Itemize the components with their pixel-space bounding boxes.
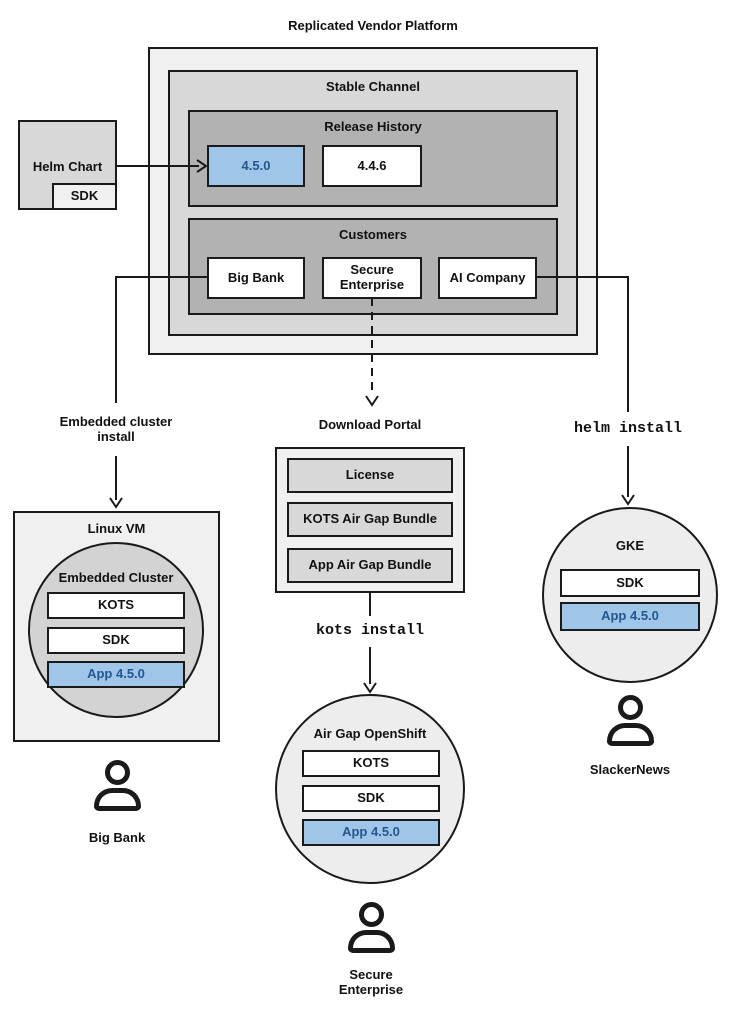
person-icon-big-bank — [89, 760, 145, 811]
embedded-kots-box: KOTS — [47, 592, 185, 619]
gke-app-box: App 4.5.0 — [560, 602, 700, 631]
portal-app-airgap-bundle-box: App Air Gap Bundle — [287, 548, 453, 583]
customer-big-bank: Big Bank — [207, 257, 305, 299]
person-icon-slackernews — [602, 695, 658, 746]
diagram-title: Replicated Vendor Platform — [288, 18, 458, 33]
person-head-icon — [104, 760, 130, 785]
arrow-down-icon — [363, 682, 377, 694]
connector-portal-to-openshift — [363, 593, 377, 694]
portal-kots-airgap-bundle-box: KOTS Air Gap Bundle — [287, 502, 453, 537]
person-body-icon — [93, 788, 141, 811]
helm-chart-label: Helm Chart — [32, 159, 103, 174]
person-body-icon — [347, 930, 395, 953]
person-icon-secure-enterprise — [343, 902, 399, 953]
download-portal-label: Download Portal — [318, 417, 422, 432]
stable-channel-label: Stable Channel — [326, 79, 420, 94]
kots-install-label: kots install — [315, 622, 425, 639]
arrow-down-icon — [109, 497, 123, 509]
arrow-down-icon — [621, 494, 635, 506]
portal-license-box: License — [287, 458, 453, 493]
release-history-label: Release History — [324, 119, 422, 134]
big-bank-user-label: Big Bank — [88, 830, 146, 845]
gke-sdk-box: SDK — [560, 569, 700, 597]
airgap-sdk-box: SDK — [302, 785, 440, 812]
embedded-sdk-box: SDK — [47, 627, 185, 654]
airgap-openshift-label: Air Gap OpenShift — [313, 726, 427, 741]
embedded-cluster-label: Embedded Cluster — [58, 570, 174, 585]
person-head-icon — [358, 902, 384, 927]
arrow-down-icon — [365, 395, 379, 407]
customer-ai-company: AI Company — [438, 257, 537, 299]
embedded-app-box: App 4.5.0 — [47, 661, 185, 688]
person-head-icon — [617, 695, 643, 720]
airgap-app-box: App 4.5.0 — [302, 819, 440, 846]
customer-secure-enterprise: Secure Enterprise — [322, 257, 422, 299]
release-version-current: 4.5.0 — [207, 145, 305, 187]
airgap-kots-box: KOTS — [302, 750, 440, 777]
release-version-previous: 4.4.6 — [322, 145, 422, 187]
slackernews-user-label: SlackerNews — [589, 762, 671, 777]
secure-enterprise-user-label: Secure Enterprise — [338, 967, 404, 998]
linux-vm-label: Linux VM — [87, 521, 146, 536]
customers-label: Customers — [339, 227, 407, 242]
helm-chart-sdk-box: SDK — [52, 183, 117, 210]
gke-label: GKE — [615, 538, 645, 553]
embedded-cluster-install-label: Embedded cluster install — [59, 414, 173, 445]
person-body-icon — [606, 723, 654, 746]
helm-install-label: helm install — [573, 420, 683, 437]
